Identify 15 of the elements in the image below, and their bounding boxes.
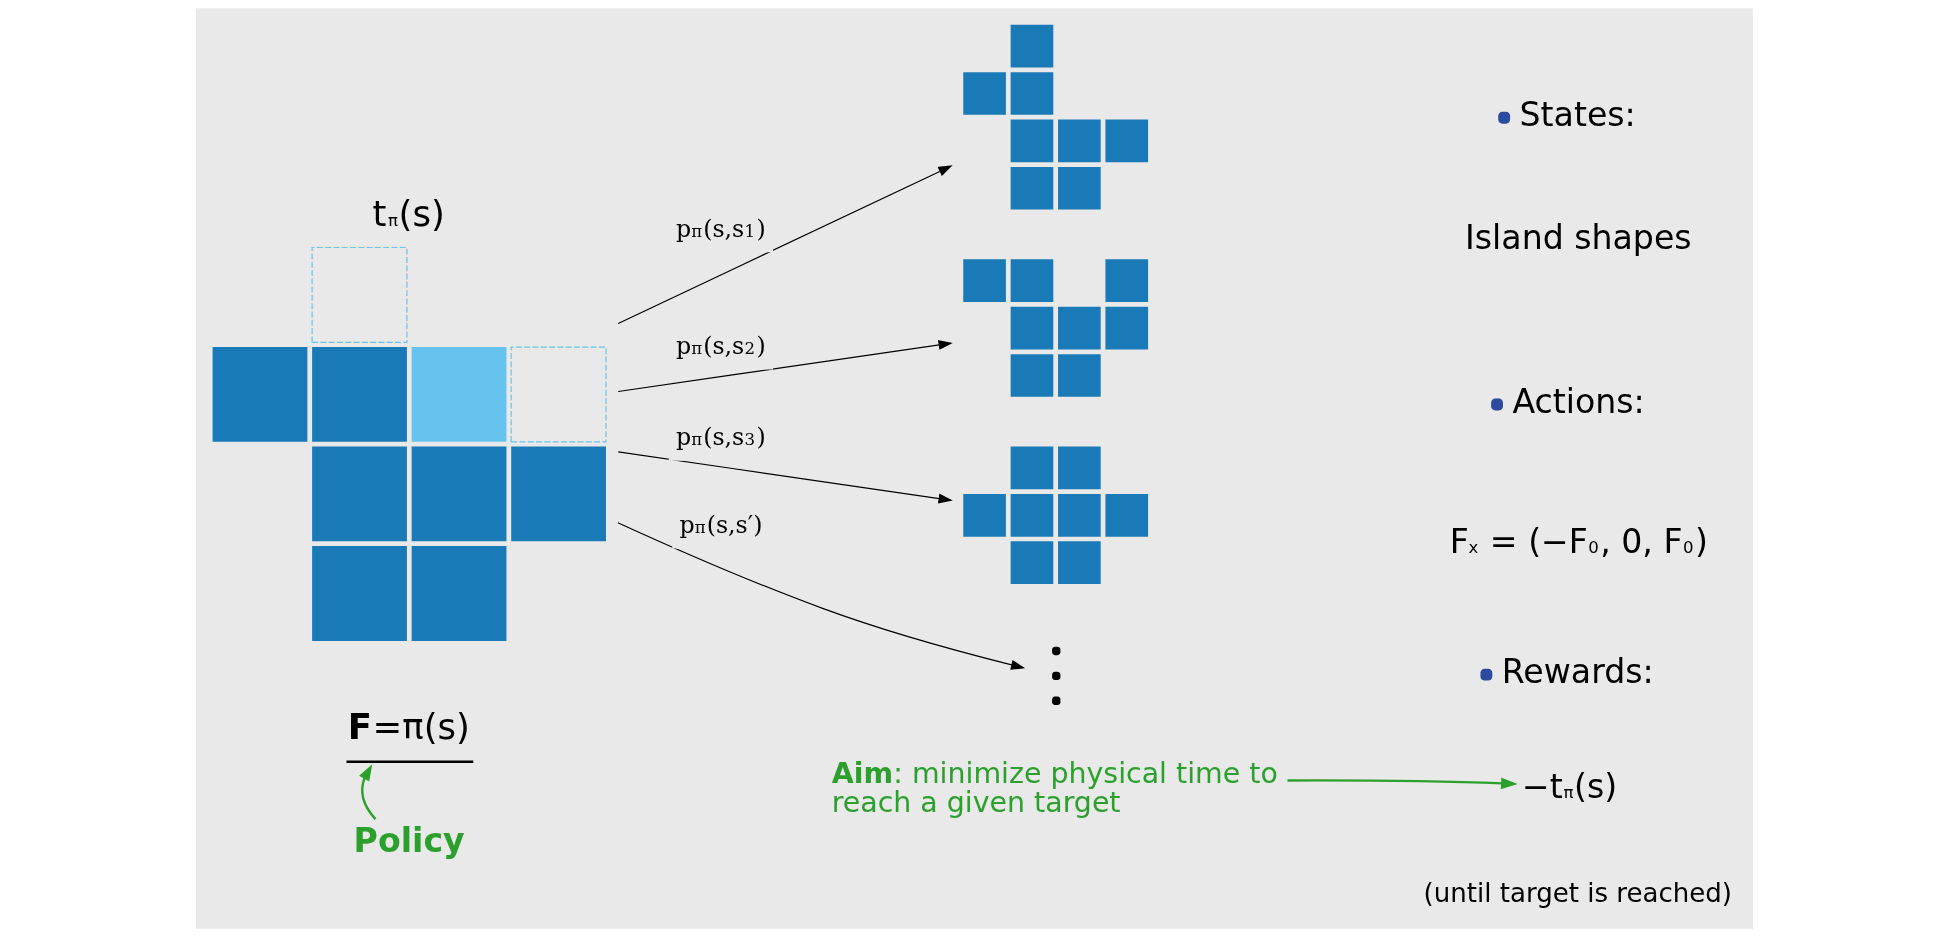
label: States: bbox=[1519, 94, 1636, 134]
label: Fx = (−F0, 0, F0) bbox=[1449, 521, 1708, 561]
edge-label: pπ(s,s2) bbox=[675, 332, 766, 361]
edge-label: pπ(s,s1) bbox=[675, 214, 766, 243]
node-text: −tπ(s) bbox=[1521, 766, 1617, 806]
label: (until target is reached) bbox=[1423, 878, 1732, 909]
node-text: Policy bbox=[353, 821, 465, 861]
node-text: Aim: minimize physical time to reach a given target bbox=[831, 757, 1278, 819]
edge-label: pπ(s,s′) bbox=[678, 511, 762, 540]
node-text: F=π(s) bbox=[347, 706, 470, 748]
edge-label: pπ(s,s3) bbox=[675, 423, 766, 452]
label: Island shapes bbox=[1464, 218, 1692, 258]
label: Actions: bbox=[1511, 381, 1645, 421]
label: Rewards: bbox=[1501, 651, 1654, 691]
node-label: tπ(s) bbox=[372, 193, 445, 235]
